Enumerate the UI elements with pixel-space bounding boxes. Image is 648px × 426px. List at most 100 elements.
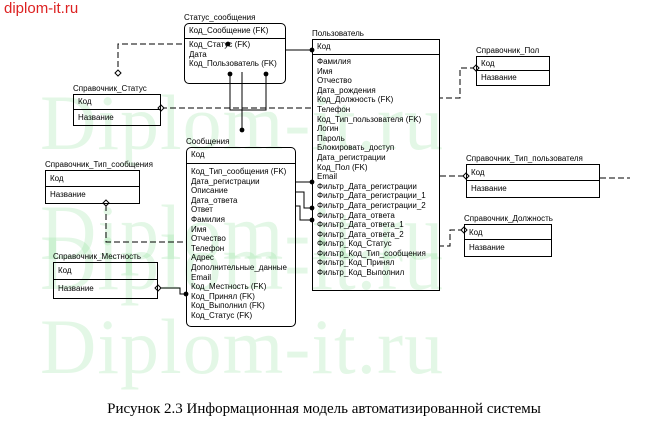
entity-key: Код [50, 174, 64, 183]
attribute: Название [471, 184, 507, 193]
attribute: Код_Пол (FK) [317, 162, 368, 172]
attribute: Код_Тип_пользователя (FK) [317, 114, 422, 124]
divider [185, 38, 285, 39]
attribute: Дополнительные_данные [191, 262, 287, 272]
attribute: Код_Статус (FK) [191, 310, 253, 320]
attribute: Блокировать_доступ [317, 143, 395, 153]
entity-title: Справочник_Тип_пользователя [466, 154, 583, 163]
entity-title: Справочник_Пол [476, 46, 540, 55]
rel-status-statusmsg [117, 43, 184, 76]
attribute: Фильтр_Код_Статус [317, 239, 392, 249]
attribute: Код_Должность (FK) [317, 95, 394, 105]
rel-position-user [440, 229, 464, 247]
attribute: Название [50, 190, 86, 199]
attribute: Логин [317, 124, 339, 134]
entity-key: Код_Сообщение (FK) [189, 26, 269, 35]
divider [187, 163, 295, 164]
rel-locality-message [158, 287, 186, 295]
entity-box: Код Название [45, 170, 140, 204]
attribute: Код_Пользователь (FK) [189, 59, 277, 69]
attribute: Код_Выполнил (FK) [191, 301, 265, 311]
entity-key: Код [191, 150, 205, 159]
entity-attributes: Название [471, 184, 507, 194]
divider [313, 54, 439, 55]
entity-key: Код [58, 266, 72, 275]
entity-title: Справочник_Статус [73, 84, 147, 93]
divider [46, 186, 139, 187]
rel-message-user-3 [296, 205, 312, 221]
rel-msgtype-message [105, 205, 186, 243]
entity-title: Пользователь [312, 29, 364, 38]
entity-attributes: Название [481, 73, 517, 83]
rel-message-user-2 [296, 191, 312, 209]
entity-title: Справочник_Тип_сообщения [45, 160, 153, 169]
attribute: Фильтр_Дата_ответа_1 [317, 220, 404, 230]
attribute: Фамилия [317, 57, 351, 66]
attribute: Код_Принял (FK) [191, 291, 255, 301]
entity-box: Код Название [53, 262, 158, 299]
entity-title: Сообщения [186, 137, 230, 146]
attribute: Код_Тип_сообщения (FK) [191, 167, 287, 176]
attribute: Пароль [317, 133, 345, 143]
entity-title: Справочник_Местность [53, 252, 142, 261]
attribute: Фильтр_Код_Выполнил [317, 268, 405, 278]
attribute: Название [58, 284, 94, 293]
attribute: Email [317, 172, 338, 182]
entity-attributes: Название [58, 284, 94, 294]
divider [467, 180, 599, 181]
watermark-large-4: Diplom-it.ru [40, 303, 445, 390]
attribute: Дата_регистрации [317, 152, 386, 162]
attribute: Имя [317, 66, 333, 76]
attribute: Дата_регистрации [191, 176, 260, 186]
entity-key: Код [471, 168, 485, 177]
attribute: Дата_ответа [191, 195, 238, 205]
entity-attributes: Название [50, 190, 86, 200]
attribute: Ответ [191, 205, 213, 215]
entity-key: Код [481, 59, 495, 68]
attribute: Дата [189, 49, 207, 59]
entity-title: Справочник_Должность [464, 214, 553, 223]
entity-box: Код_Сообщение (FK) Код_Статус (FK) Дата … [184, 23, 286, 84]
attribute: Название [78, 113, 114, 122]
entity-box: Код Код_Тип_сообщения (FK) Дата_регистра… [186, 147, 296, 327]
entity-box: Код Название [73, 94, 161, 126]
attribute: Фамилия [191, 214, 225, 224]
entity-box: Код Название [476, 56, 550, 86]
attribute: Фильтр_Дата_регистрации_1 [317, 191, 426, 201]
divider [54, 279, 157, 280]
diamond-status [114, 69, 122, 77]
entity-key: Код [78, 97, 92, 106]
attribute: Телефон [317, 104, 351, 114]
entity-box: Код Название [466, 164, 600, 198]
entity-key: Код [469, 228, 483, 237]
entity-attributes: Код_Статус (FK) Дата Код_Пользователь (F… [189, 40, 277, 69]
attribute: Фильтр_Код_Принял [317, 258, 395, 268]
divider [465, 239, 551, 240]
diamond-locality [154, 284, 162, 292]
entity-attributes: Код_Тип_сообщения (FK) Дата_регистрации … [191, 167, 287, 321]
rel-statusmsg-down1 [229, 72, 267, 111]
attribute: Фильтр_Дата_регистрации [317, 181, 417, 191]
figure-caption: Рисунок 2.3 Информационная модель автома… [107, 401, 541, 417]
attribute: Код_Статус (FK) [189, 40, 251, 49]
attribute: Фильтр_Дата_ответа_2 [317, 229, 404, 239]
entity-box: Код Название [464, 224, 552, 257]
divider [477, 70, 549, 71]
attribute: Отчество [191, 234, 226, 244]
attribute: Название [469, 243, 505, 252]
attribute: Адрес [191, 253, 214, 263]
attribute: Отчество [317, 76, 352, 86]
entity-title: Статус_сообщения [184, 13, 256, 22]
entity-attributes: Название [78, 113, 114, 123]
attribute: Фильтр_Дата_регистрации_2 [317, 200, 426, 210]
entity-attributes: Фамилия Имя Отчество Дата_рождения Код_Д… [317, 57, 426, 278]
attribute: Описание [191, 186, 228, 196]
attribute: Имя [191, 224, 207, 234]
entity-box: Код Фамилия Имя Отчество Дата_рождения К… [312, 39, 440, 291]
attribute: Фильтр_Код_Тип_сообщения [317, 248, 426, 258]
watermark-header: diplom-it.ru [4, 0, 79, 17]
entity-attributes: Название [469, 243, 505, 253]
attribute: Дата_рождения [317, 85, 376, 95]
attribute: Название [481, 73, 517, 82]
